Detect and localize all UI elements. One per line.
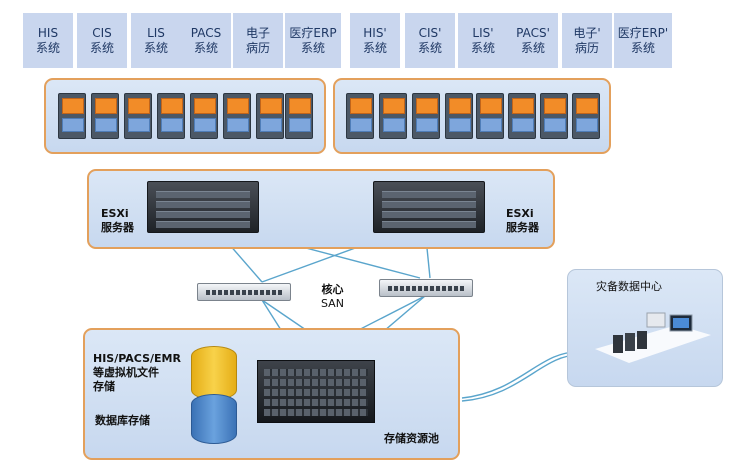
database-storage-cylinder	[191, 394, 237, 444]
vm-icon	[58, 93, 86, 139]
storage-array	[257, 360, 375, 423]
esxi-label-left: ESXi 服务器	[101, 207, 134, 234]
system-box-emr: 电子病历	[233, 13, 283, 68]
vm-files-label: HIS/PACS/EMR 等虚拟机文件 存储	[93, 352, 181, 393]
vm-icon	[346, 93, 374, 139]
dr-center-panel	[567, 269, 723, 387]
system-box-erp-backup: 医疗ERP'系统	[614, 13, 672, 68]
vm-icon	[445, 93, 473, 139]
vm-icon	[190, 93, 218, 139]
vm-icon	[285, 93, 313, 139]
vm-file-storage-cylinder	[191, 346, 237, 400]
dr-center-illustration	[595, 312, 711, 363]
vm-icon	[157, 93, 185, 139]
system-box-pacs-backup: PACS'系统	[508, 13, 558, 68]
vm-icon	[540, 93, 568, 139]
db-storage-label: 数据库存储	[95, 414, 150, 427]
storage-pool-label: 存储资源池	[384, 432, 439, 445]
vm-icon	[412, 93, 440, 139]
san-switch-right	[379, 279, 473, 297]
dr-wan-link	[461, 351, 581, 399]
esxi-label-right: ESXi 服务器	[506, 207, 539, 234]
vm-icon	[379, 93, 407, 139]
vm-icon	[572, 93, 600, 139]
vm-icon	[223, 93, 251, 139]
system-box-emr-backup: 电子'病历	[562, 13, 612, 68]
dr-center-title: 灾备数据中心	[596, 280, 662, 293]
esxi-server-right	[373, 181, 485, 233]
vm-icon	[508, 93, 536, 139]
vm-icon	[124, 93, 152, 139]
vm-icon	[476, 93, 504, 139]
system-box-lis-backup: LIS'系统	[458, 13, 508, 68]
system-box-his-backup: HIS'系统	[350, 13, 400, 68]
system-box-cis-backup: CIS'系统	[405, 13, 455, 68]
core-san-label: 核心 SAN	[321, 283, 344, 310]
vm-icon	[91, 93, 119, 139]
san-switch-left	[197, 283, 291, 301]
vm-icon	[256, 93, 284, 139]
esxi-server-left	[147, 181, 259, 233]
